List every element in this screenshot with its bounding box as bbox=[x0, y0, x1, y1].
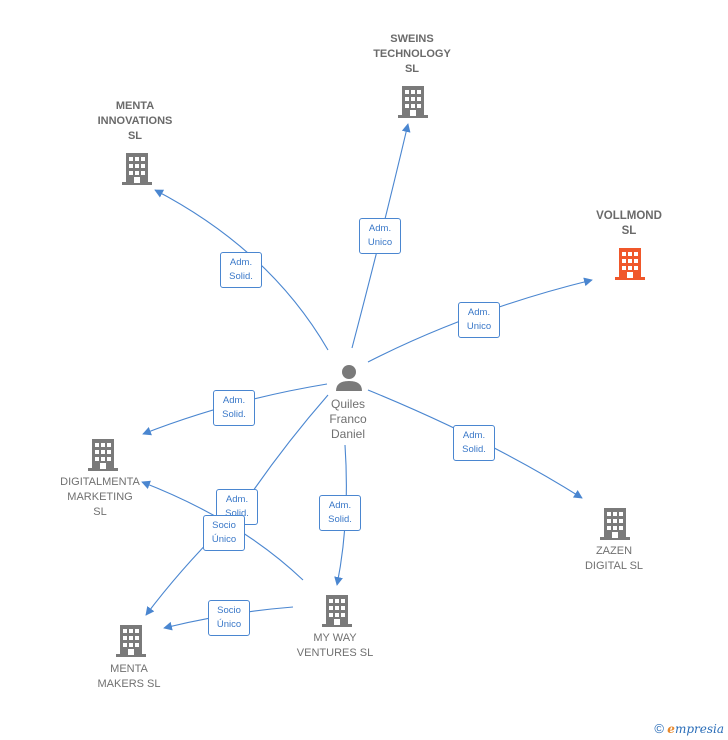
edge-label-to-menta-innovations[interactable]: Adm.Solid. bbox=[220, 252, 262, 288]
building-icon-vollmond bbox=[615, 248, 645, 280]
building-icon-menta-makers bbox=[116, 625, 146, 657]
node-vollmond[interactable]: VOLLMOND SL bbox=[596, 210, 662, 237]
building-icon-digitalmenta bbox=[88, 439, 118, 471]
node-menta-innovations[interactable]: MENTA INNOVATIONS SL bbox=[97, 100, 173, 142]
node-sweins[interactable]: SWEINS TECHNOLOGY SL bbox=[373, 33, 451, 75]
building-icon-my-way bbox=[322, 595, 352, 627]
building-icon-menta-innovations bbox=[122, 153, 152, 185]
node-zazen[interactable]: ZAZEN DIGITAL SL bbox=[584, 545, 644, 572]
node-digitalmenta[interactable]: DIGITALMENTA MARKETING SL bbox=[60, 476, 140, 518]
node-my-way[interactable]: MY WAY VENTURES SL bbox=[296, 632, 374, 659]
copyright-icon: © bbox=[654, 721, 664, 736]
building-icon-sweins bbox=[398, 86, 428, 118]
person-icon bbox=[336, 365, 362, 391]
brand-logo: empresia bbox=[667, 722, 724, 736]
edge-label-to-zazen[interactable]: Adm.Solid. bbox=[453, 425, 495, 461]
edge-label-to-sweins[interactable]: Adm.Unico bbox=[359, 218, 401, 254]
building-icon-zazen bbox=[600, 508, 630, 540]
node-person[interactable]: Quiles Franco Daniel bbox=[329, 397, 367, 441]
edge-label-to-digitalmenta[interactable]: Adm.Solid. bbox=[213, 390, 255, 426]
footer-brand[interactable]: © empresia bbox=[654, 721, 724, 736]
edge-label-to-vollmond[interactable]: Adm.Unico bbox=[458, 302, 500, 338]
edge-label-to-my-way-solid[interactable]: Adm.Solid. bbox=[319, 495, 361, 531]
node-menta-makers[interactable]: MENTA MAKERS SL bbox=[97, 663, 161, 690]
